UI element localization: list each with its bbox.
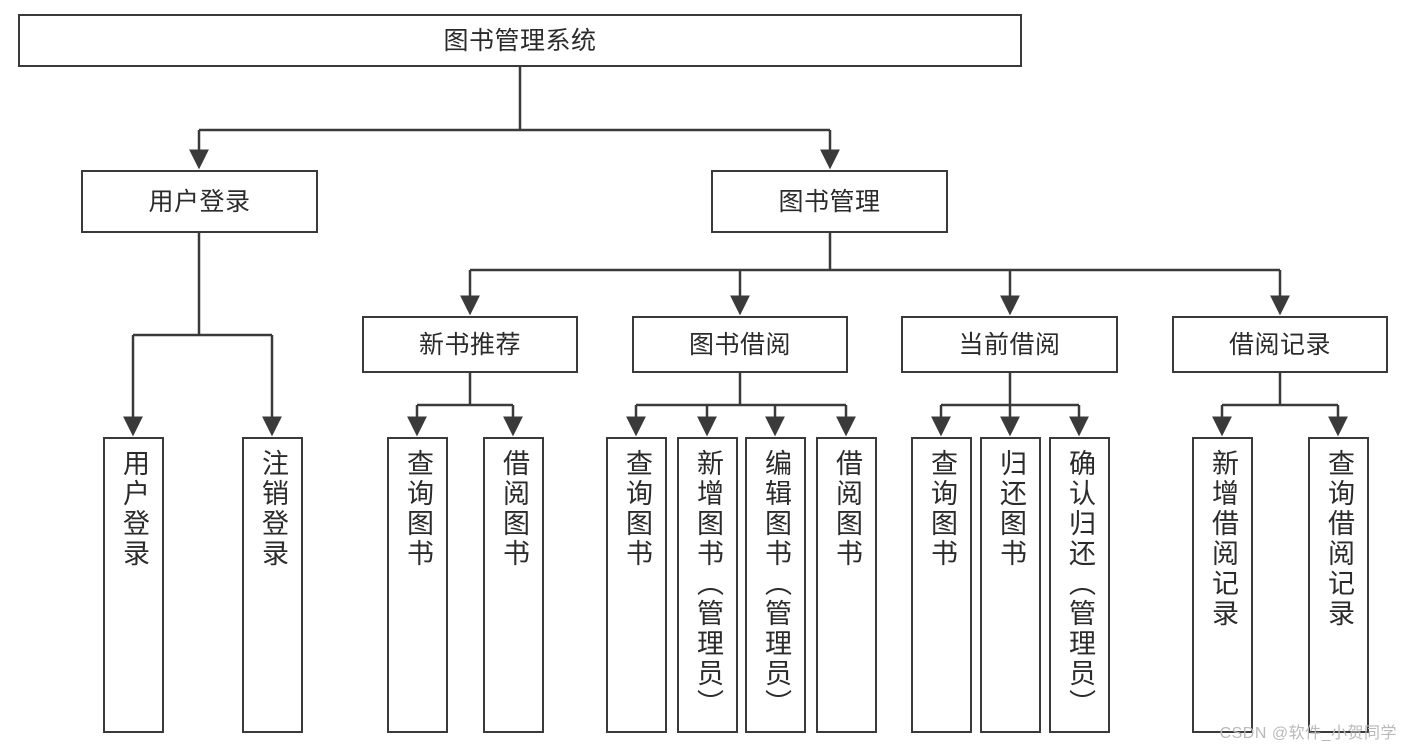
node-borrow-record[interactable]: 借阅记录 [1172, 316, 1388, 373]
node-root-book-management-system[interactable]: 图书管理系统 [18, 14, 1022, 67]
node-label: 查询图书 [403, 449, 433, 569]
node-label: 借阅记录 [1228, 330, 1331, 359]
node-label: 注销登录 [258, 449, 288, 569]
node-label: 确认归还（管理员） [1065, 449, 1095, 719]
leaf-currentborrow-confirm-return-admin[interactable]: 确认归还（管理员） [1049, 437, 1110, 733]
node-new-book-recommend[interactable]: 新书推荐 [362, 316, 578, 373]
node-label: 新增图书（管理员） [693, 449, 723, 719]
node-label: 借阅图书 [832, 449, 862, 569]
leaf-currentborrow-return-book[interactable]: 归还图书 [980, 437, 1041, 733]
node-label: 当前借阅 [958, 330, 1061, 359]
csdn-watermark: CSDN @软件_小贺同学 [1219, 725, 1397, 742]
node-label: 图书管理 [778, 187, 881, 216]
node-book-borrow[interactable]: 图书借阅 [632, 316, 848, 373]
node-label: 编辑图书（管理员） [761, 449, 791, 719]
leaf-bookborrow-edit-book-admin[interactable]: 编辑图书（管理员） [745, 437, 806, 733]
leaf-bookborrow-query-book[interactable]: 查询图书 [606, 437, 667, 733]
node-label: 查询借阅记录 [1324, 449, 1354, 629]
leaf-bookborrow-add-book-admin[interactable]: 新增图书（管理员） [677, 437, 738, 733]
node-current-borrow[interactable]: 当前借阅 [901, 316, 1118, 373]
node-label: 新书推荐 [418, 330, 521, 359]
node-user-login[interactable]: 用户登录 [81, 170, 318, 233]
leaf-recommend-borrow-book[interactable]: 借阅图书 [483, 437, 544, 733]
leaf-currentborrow-query-book[interactable]: 查询图书 [911, 437, 972, 733]
node-label: 用户登录 [148, 187, 251, 216]
leaf-user-login-login[interactable]: 用户登录 [103, 437, 164, 733]
node-label: 借阅图书 [499, 449, 529, 569]
node-label: 查询图书 [622, 449, 652, 569]
node-label: 图书管理系统 [443, 26, 597, 55]
leaf-borrowrecord-add-record[interactable]: 新增借阅记录 [1192, 437, 1253, 733]
leaf-bookborrow-borrow-book[interactable]: 借阅图书 [816, 437, 877, 733]
node-label: 新增借阅记录 [1208, 449, 1238, 629]
node-label: 图书借阅 [688, 330, 791, 359]
node-label: 归还图书 [996, 449, 1026, 569]
leaf-recommend-query-book[interactable]: 查询图书 [387, 437, 448, 733]
node-book-management[interactable]: 图书管理 [711, 170, 948, 233]
node-label: 查询图书 [927, 449, 957, 569]
leaf-user-login-logout[interactable]: 注销登录 [242, 437, 303, 733]
node-label: 用户登录 [119, 449, 149, 569]
leaf-borrowrecord-query-record[interactable]: 查询借阅记录 [1308, 437, 1369, 733]
